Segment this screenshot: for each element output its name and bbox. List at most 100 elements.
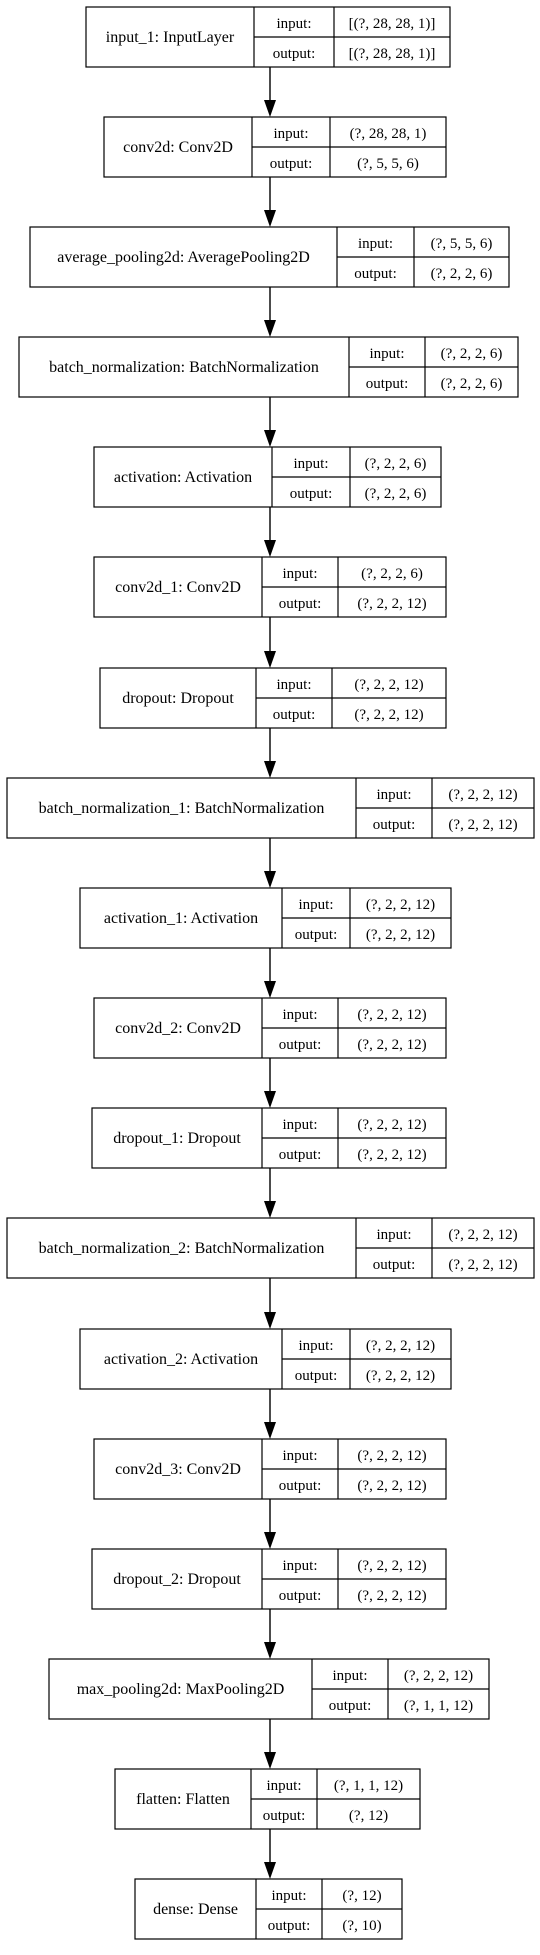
output-shape: (?, 10)	[342, 1918, 381, 1934]
layer-name: average_pooling2d: AveragePooling2D	[57, 249, 310, 266]
layer-node: dense: Dense input: output: (?, 12) (?, 10)	[134, 1878, 403, 1940]
layer-name: conv2d_1: Conv2D	[115, 579, 241, 596]
arrow-head	[264, 651, 276, 668]
input-shape: (?, 2, 2, 12)	[357, 1117, 426, 1133]
output-label: output:	[273, 707, 316, 723]
arrow-head	[264, 871, 276, 888]
input-label: input:	[282, 1117, 317, 1133]
input-label: input:	[282, 1448, 317, 1464]
output-shape: (?, 5, 5, 6)	[357, 156, 419, 172]
output-label: output:	[295, 927, 338, 943]
output-label: output:	[279, 1037, 322, 1053]
layer-node: input_1: InputLayer input: output: [(?, 28,…	[85, 6, 451, 68]
output-label: output:	[354, 266, 397, 282]
output-shape: (?, 2, 2, 12)	[448, 817, 517, 833]
layer-node: activation_2: Activationinput:output:(?,…	[79, 1328, 452, 1390]
input-label: input:	[266, 1778, 301, 1794]
layer-node: batch_normalization: BatchNormalization i…	[18, 336, 519, 398]
arrow-head	[264, 1422, 276, 1439]
input-shape: (?, 2, 2, 12)	[357, 1558, 426, 1574]
input-shape: (?, 2, 2, 12)	[448, 787, 517, 803]
input-shape: (?, 2, 2, 6)	[441, 346, 503, 362]
output-shape: [(?, 28, 28, 1)]	[349, 46, 436, 62]
output-label: output:	[279, 1147, 322, 1163]
input-label: input:	[271, 1888, 306, 1904]
output-shape: (?, 2, 2, 12)	[354, 707, 423, 723]
input-label: input:	[358, 236, 393, 252]
input-label: input:	[298, 897, 333, 913]
input-shape: (?, 2, 2, 12)	[448, 1227, 517, 1243]
arrow-head	[264, 981, 276, 998]
output-shape: (?, 2, 2, 6)	[365, 486, 427, 502]
output-label: output:	[366, 376, 409, 392]
output-label: output:	[279, 596, 322, 612]
input-label: input:	[376, 1227, 411, 1243]
arrow-head	[264, 1532, 276, 1549]
input-label: input:	[276, 677, 311, 693]
arrow-head	[264, 210, 276, 227]
input-label: input:	[332, 1668, 367, 1684]
output-shape: (?, 12)	[349, 1808, 388, 1824]
output-label: output:	[329, 1698, 372, 1714]
layer-name: batch_normalization_2: BatchNormalizatio…	[39, 1240, 325, 1257]
output-label: output:	[290, 486, 333, 502]
input-label: input:	[276, 16, 311, 32]
input-shape: (?, 1, 1, 12)	[334, 1778, 403, 1794]
output-label: output:	[373, 817, 416, 833]
layer-name: dropout_1: Dropout	[113, 1130, 241, 1147]
input-shape: [(?, 28, 28, 1)]	[349, 16, 436, 32]
layer-name: batch_normalization: BatchNormalization	[49, 359, 319, 376]
arrow-head	[264, 1091, 276, 1108]
input-label: input:	[376, 787, 411, 803]
input-label: input:	[298, 1338, 333, 1354]
layer-node: dropout_1: Dropout input: output: (?, 2, 2,…	[91, 1107, 447, 1169]
input-shape: (?, 2, 2, 12)	[354, 677, 423, 693]
layer-node: batch_normalization_2: BatchNormalizatio…	[6, 1217, 535, 1279]
output-shape: (?, 2, 2, 12)	[357, 596, 426, 612]
output-shape: (?, 2, 2, 6)	[441, 376, 503, 392]
input-label: input:	[282, 1007, 317, 1023]
arrow-head	[264, 1752, 276, 1769]
output-shape: (?, 2, 2, 12)	[366, 927, 435, 943]
output-shape: (?, 2, 2, 12)	[357, 1037, 426, 1053]
output-label: output:	[279, 1478, 322, 1494]
layer-name: dense: Dense	[153, 1901, 238, 1918]
layer-node: conv2d_3: Conv2D input: output: (?, 2, 2, 1…	[93, 1438, 447, 1500]
layer-node: max_pooling2d: MaxPooling2D input: output:…	[48, 1658, 490, 1720]
arrow-head	[264, 320, 276, 337]
output-label: output:	[270, 156, 313, 172]
layer-name: flatten: Flatten	[136, 1791, 230, 1808]
output-shape: (?, 2, 2, 12)	[357, 1147, 426, 1163]
layer-name: conv2d_3: Conv2D	[115, 1461, 241, 1478]
layer-name: input_1: InputLayer	[106, 29, 235, 46]
layer-name: batch_normalization_1: BatchNormalizatio…	[39, 800, 325, 817]
output-shape: (?, 2, 2, 6)	[431, 266, 493, 282]
output-label: output:	[373, 1257, 416, 1273]
input-shape: (?, 12)	[342, 1888, 381, 1904]
input-shape: (?, 5, 5, 6)	[431, 236, 493, 252]
output-shape: (?, 1, 1, 12)	[404, 1698, 473, 1714]
layer-node: activation_1: Activationinput:output:(?,…	[79, 887, 452, 949]
layer-box	[93, 446, 442, 508]
input-shape: (?, 2, 2, 12)	[366, 897, 435, 913]
arrow-head	[264, 540, 276, 557]
output-shape: (?, 2, 2, 12)	[357, 1478, 426, 1494]
layer-name: dropout_2: Dropout	[113, 1571, 241, 1588]
input-label: input:	[282, 566, 317, 582]
input-label: input:	[369, 346, 404, 362]
layer-name: max_pooling2d: MaxPooling2D	[77, 1681, 285, 1698]
output-shape: (?, 2, 2, 12)	[357, 1588, 426, 1604]
layer-name: activation: Activation	[114, 469, 252, 486]
input-shape: (?, 2, 2, 12)	[366, 1338, 435, 1354]
layer-name: conv2d_2: Conv2D	[115, 1020, 241, 1037]
output-label: output:	[268, 1918, 311, 1934]
input-shape: (?, 28, 28, 1)	[350, 126, 427, 142]
arrow-head	[264, 100, 276, 117]
output-label: output:	[273, 46, 316, 62]
input-shape: (?, 2, 2, 12)	[357, 1448, 426, 1464]
layer-node: conv2d_2: Conv2D input: output: (?, 2, 2, 1…	[93, 997, 447, 1059]
input-shape: (?, 2, 2, 6)	[365, 456, 427, 472]
